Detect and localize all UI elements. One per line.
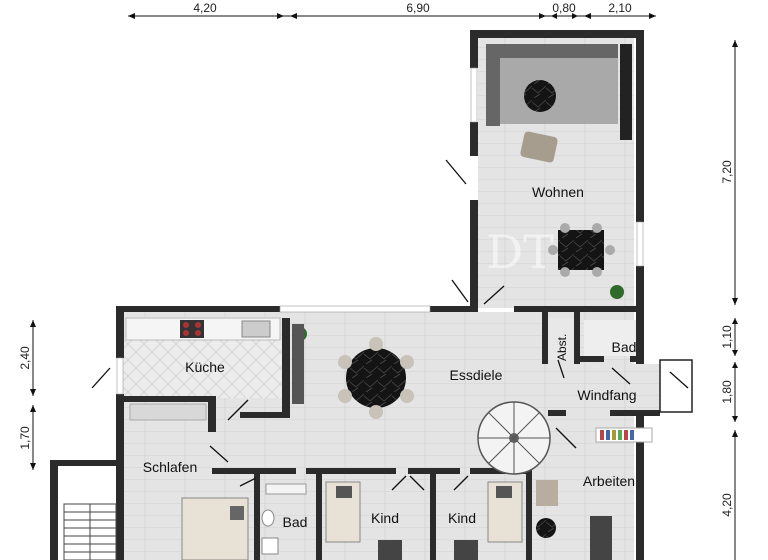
room-label-kind-2: Kind <box>448 510 476 526</box>
dimension-top: 4,20 6,90 0,80 2,10 <box>128 1 656 19</box>
washbasin <box>261 537 279 555</box>
room-label-kueche: Küche <box>185 359 225 375</box>
dim-top-3: 0,80 <box>552 1 576 15</box>
round-dining-table <box>346 348 406 408</box>
dimension-right: 7,20 1,10 1,80 4,20 <box>720 40 738 560</box>
dimension-left: 2,40 1,70 <box>18 320 36 470</box>
furniture <box>129 44 653 560</box>
dim-left-1: 2,40 <box>18 346 32 370</box>
desk-chair <box>378 540 402 560</box>
toilet <box>261 509 275 527</box>
dim-right-3: 1,80 <box>720 380 734 404</box>
room-label-bad-bottom: Bad <box>283 514 308 530</box>
room-label-arbeiten: Arbeiten <box>583 473 635 489</box>
room-label-abst: Abst. <box>555 334 569 361</box>
dim-right-1: 7,20 <box>720 160 734 184</box>
room-label-windfang: Windfang <box>577 387 636 403</box>
cooktop <box>180 320 204 338</box>
dim-right-4: 4,20 <box>720 493 734 517</box>
room-label-wohnen: Wohnen <box>532 184 584 200</box>
spiral-staircase <box>477 401 551 475</box>
desk-chair <box>454 540 478 560</box>
room-label-bad-top: Bad <box>612 339 637 355</box>
desk <box>590 516 612 560</box>
room-label-kind-1: Kind <box>371 510 399 526</box>
coffee-table <box>524 80 556 112</box>
dim-top-1: 4,20 <box>193 1 217 15</box>
armchair <box>536 480 558 506</box>
armchair <box>520 131 558 163</box>
dining-table <box>558 230 604 270</box>
sink <box>241 320 271 338</box>
dim-top-4: 2,10 <box>608 1 632 15</box>
dim-right-2: 1,10 <box>720 325 734 349</box>
dim-left-2: 1,70 <box>18 426 32 450</box>
walls <box>50 30 693 560</box>
plant <box>610 285 624 299</box>
sofa <box>486 44 618 126</box>
tv-unit <box>620 44 632 140</box>
bathtub <box>265 483 307 495</box>
door-swings <box>91 159 689 491</box>
room-label-schlafen: Schlafen <box>143 459 197 475</box>
sideboard <box>292 324 304 404</box>
dim-top-2: 6,90 <box>406 1 430 15</box>
wardrobe <box>129 403 207 421</box>
room-label-essdiele: Essdiele <box>450 367 503 383</box>
stair-steps <box>63 503 117 560</box>
side-table <box>536 518 556 538</box>
room-labels: Wohnen Küche Essdiele Abst. Bad Windfang… <box>143 184 637 530</box>
watermark: DT <box>486 225 554 279</box>
